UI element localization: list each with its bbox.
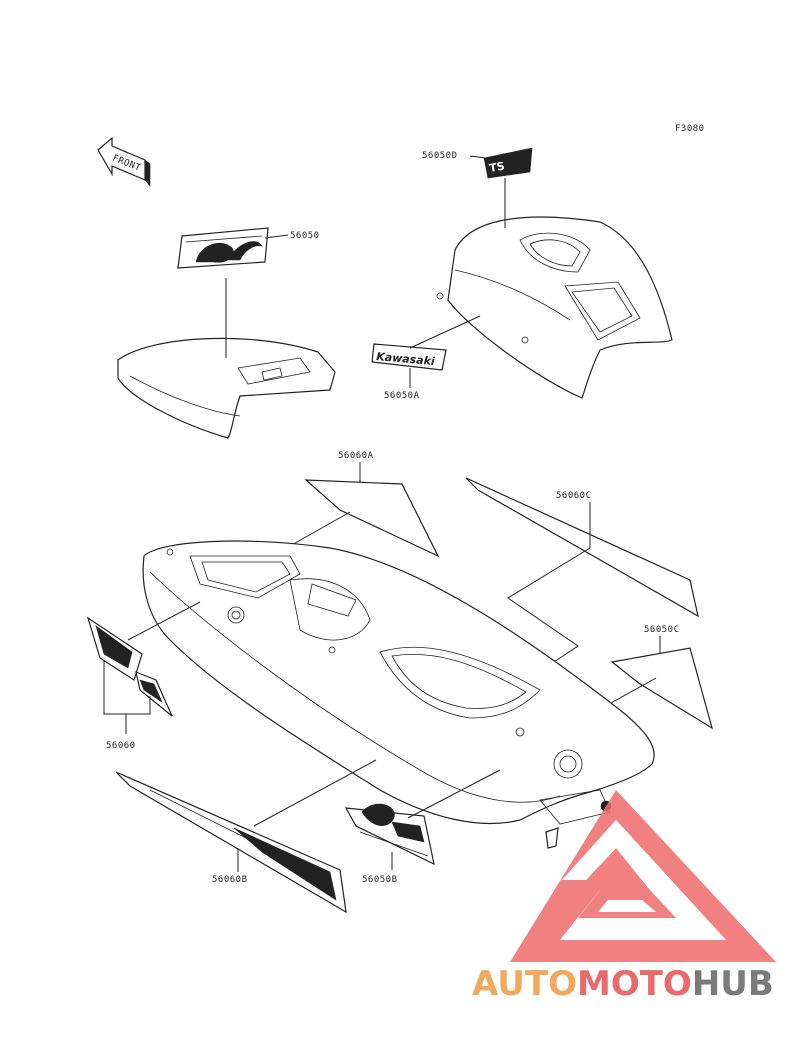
kawasaki-decal-part: Kawasaki [371,343,447,371]
decal-56050C-part [610,647,713,730]
stripe-56060B-part [115,771,347,914]
label-56050C: 56050C [644,625,680,635]
sts-decal-part [344,803,435,866]
label-56060B: 56060B [212,875,248,885]
label-56050D: 56050D [422,151,458,161]
label-56060: 56060 [106,741,136,751]
seat-part [117,337,336,439]
label-56060C: 56060C [556,491,592,501]
stripe-56060A-part [304,479,440,558]
stripe-56060C-part [465,477,699,618]
svg-text:TS: TS [488,159,506,174]
hull-body-part [142,540,655,849]
front-arrow-icon: FRONT [97,136,151,187]
label-56050: 56050 [290,231,320,241]
seat-decal-part [177,227,269,269]
svg-text:Kawasaki: Kawasaki [376,350,436,368]
label-56060A: 56060A [338,451,374,461]
decal-56060-upper-part [86,616,143,681]
decal-56060-lower-part [135,671,173,717]
rear-cover-part [436,216,673,399]
watermark-logo [510,790,776,962]
label-56050A: 56050A [384,391,420,401]
ts-decal-part: TS [483,147,533,179]
watermark-text: AUTOMOTOHUB [472,964,774,1004]
diagram-code: F3080 [675,124,705,134]
label-56050B: 56050B [362,875,398,885]
